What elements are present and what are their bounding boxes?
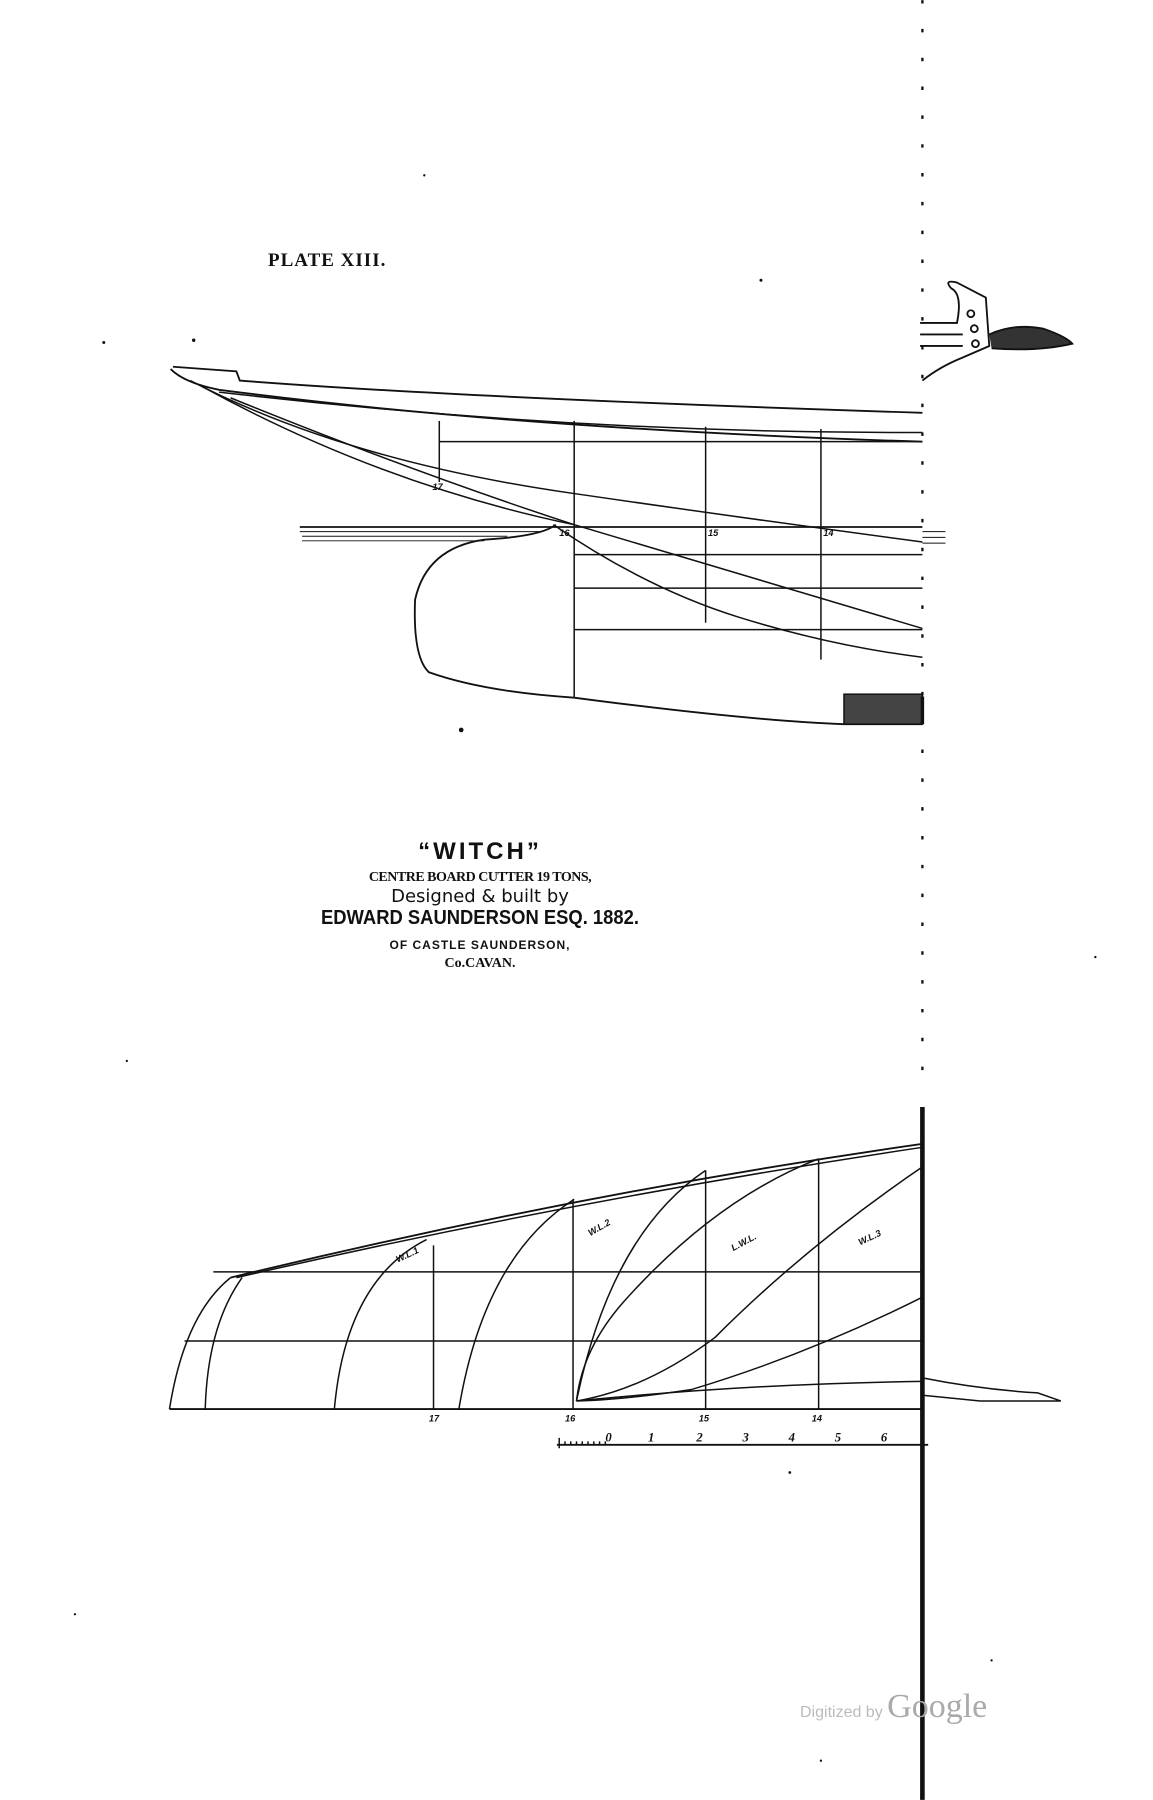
centreboard xyxy=(413,523,575,699)
vessel-name: “WITCH” xyxy=(418,838,542,865)
scale-tick-1: 1 xyxy=(648,1430,654,1444)
watermark-brand: Google xyxy=(887,1688,988,1725)
keel-block xyxy=(843,693,924,725)
vessel-type: CENTRE BOARD CUTTER 19 TONS, xyxy=(368,870,592,885)
profile-station-15: 15 xyxy=(708,528,719,538)
designer-county: Co.CAVAN. xyxy=(444,956,516,971)
hb-station-17: 17 xyxy=(429,1414,440,1424)
profile-view: 17 16 15 14 xyxy=(169,365,946,726)
scale-tick-6: 6 xyxy=(881,1430,888,1444)
profile-station-14: 14 xyxy=(823,528,833,538)
paper-specks xyxy=(73,174,1097,1762)
profile-station-17: 17 xyxy=(432,482,443,492)
wl1-label: W.L.1 xyxy=(394,1245,420,1264)
designer-residence: OF CASTLE SAUNDERSON, xyxy=(389,938,571,952)
scale-tick-5: 5 xyxy=(835,1430,842,1444)
designer-name: EDWARD SAUNDERSON ESQ. 1882. xyxy=(320,907,639,929)
watermark-prefix: Digitized by xyxy=(800,1704,883,1721)
hb-station-15: 15 xyxy=(699,1414,710,1424)
title-block: “WITCH” CENTRE BOARD CUTTER 19 TONS, Des… xyxy=(290,838,670,972)
bowsprit-fitting xyxy=(920,280,1074,382)
google-watermark: Digitized by Google xyxy=(800,1688,987,1726)
rudder xyxy=(922,1377,1062,1402)
lwl-label: L.W.L. xyxy=(730,1231,759,1252)
hb-station-14: 14 xyxy=(812,1414,822,1424)
water-hatching xyxy=(299,531,946,544)
plate-number: PLATE XIII. xyxy=(268,250,387,271)
scale-tick-2: 2 xyxy=(695,1430,703,1444)
scale-bar: 0 1 2 3 4 5 6 xyxy=(556,1430,929,1449)
wl3-label: W.L.3 xyxy=(857,1228,884,1248)
designed-by: Designed & built by xyxy=(391,886,569,907)
scale-tick-4: 4 xyxy=(788,1430,795,1444)
hb-station-16: 16 xyxy=(565,1414,576,1424)
wl2-label: W.L.2 xyxy=(586,1217,612,1238)
half-breadth-view: 17 16 15 14 W.L.1 W.L.2 L.W.L. W.L.3 xyxy=(168,1142,1062,1424)
scale-tick-0: 0 xyxy=(605,1430,612,1444)
scale-tick-3: 3 xyxy=(742,1430,749,1444)
profile-station-16: 16 xyxy=(559,528,570,538)
